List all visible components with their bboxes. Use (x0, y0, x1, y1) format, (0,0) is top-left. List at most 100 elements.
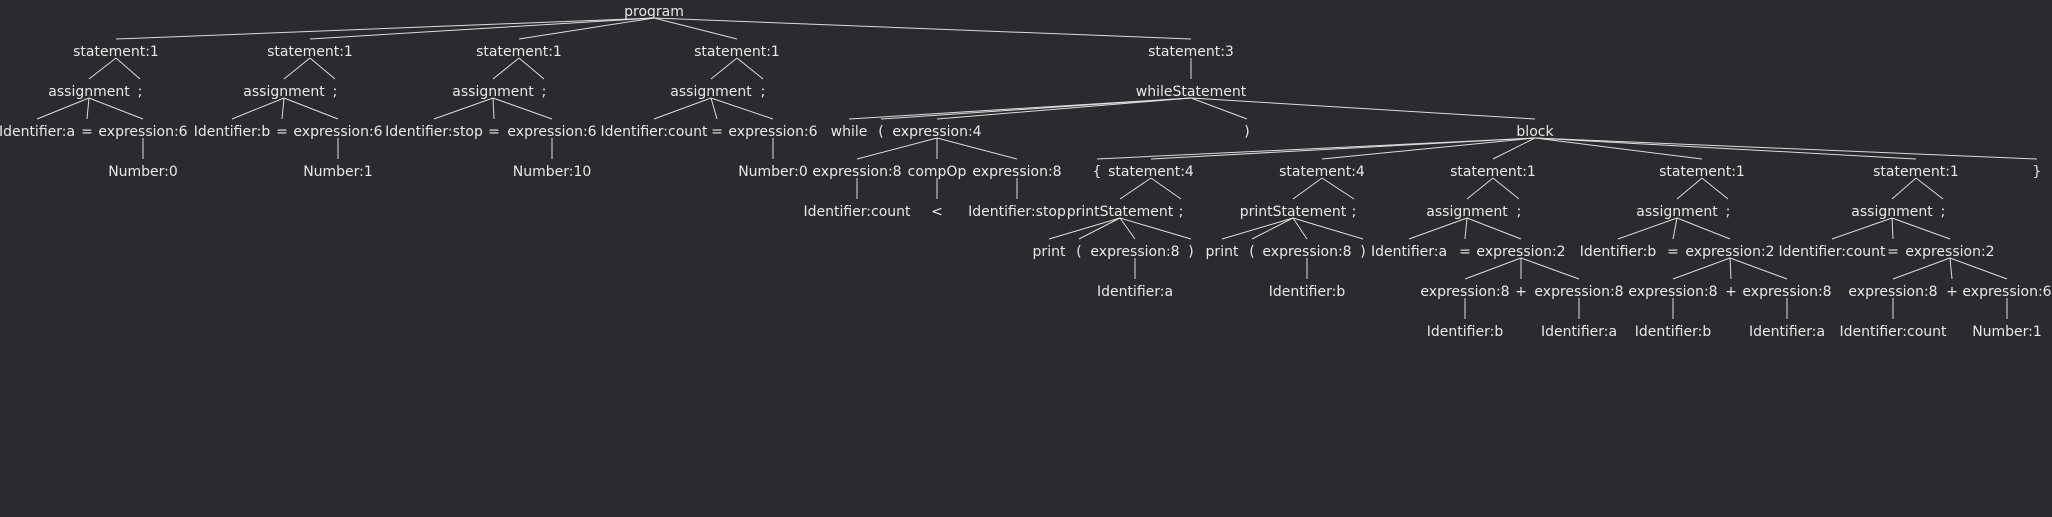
tree-node-identifier-b: Identifier:b (1427, 324, 1504, 340)
tree-node-identifier-count: Identifier:count (1778, 244, 1886, 260)
tree-node-symbol: ; (542, 84, 547, 100)
tree-edge (1150, 137, 1536, 160)
tree-node-assignment: assignment (48, 84, 130, 100)
tree-edge (1190, 97, 1248, 120)
tree-edge (1048, 217, 1121, 240)
tree-edge (1466, 217, 1522, 240)
tree-node-identifier-a: Identifier:a (1097, 284, 1173, 300)
tree-node-symbol: < (931, 204, 943, 220)
tree-edge (1949, 257, 1953, 280)
tree-edge (936, 97, 1192, 120)
tree-edge (115, 57, 141, 80)
tree-node-symbol: ) (1244, 124, 1249, 140)
tree-node-assignment: assignment (243, 84, 325, 100)
tree-edge (1190, 97, 1536, 120)
tree-node-symbol: + (1725, 284, 1737, 300)
tree-edge (1119, 217, 1192, 240)
tree-node-whilestatement: whileStatement (1136, 84, 1247, 100)
tree-edge (1119, 217, 1136, 240)
tree-node-expression-8: expression:8 (1420, 284, 1509, 300)
tree-node-labels: program statement:1 assignment; Identifier:… (0, 4, 2052, 340)
tree-node-symbol: ) (1188, 244, 1193, 260)
tree-edge (88, 57, 117, 80)
tree-edge (309, 57, 336, 80)
tree-edge (1891, 217, 1894, 240)
tree-node-printstatement: printStatement (1067, 204, 1174, 220)
tree-edge (1701, 177, 1729, 200)
tree-edge (1617, 217, 1678, 240)
tree-node-identifier-b: Identifier:b (194, 124, 271, 140)
tree-edge (1466, 177, 1494, 200)
tree-edge (492, 57, 520, 80)
tree-node-statement-1: statement:1 (476, 44, 562, 60)
tree-node-expression-6: expression:6 (507, 124, 596, 140)
tree-edge (1891, 217, 1951, 240)
tree-edge (283, 97, 339, 120)
tree-edge (736, 57, 764, 80)
tree-edge (433, 97, 494, 120)
tree-edge (492, 97, 553, 120)
tree-edge (1672, 217, 1678, 240)
tree-node-expression-8: expression:8 (1090, 244, 1179, 260)
tree-edge (1408, 217, 1468, 240)
tree-edge (1949, 257, 2008, 280)
tree-node-expression-4: expression:4 (892, 124, 981, 140)
tree-node-expression-2: expression:2 (1476, 244, 1565, 260)
tree-node-assignment: assignment (1636, 204, 1718, 220)
tree-node-symbol: = (1667, 244, 1679, 260)
tree-node-block: block (1516, 124, 1554, 140)
tree-edge (1892, 257, 1951, 280)
tree-node-print: print (1206, 244, 1239, 260)
tree-node-expression-6: expression:6 (98, 124, 187, 140)
tree-node-print: print (1033, 244, 1066, 260)
tree-node-printstatement: printStatement (1240, 204, 1347, 220)
tree-node-symbol: = (81, 124, 93, 140)
tree-edge (36, 97, 90, 120)
tree-edge (1672, 257, 1731, 280)
tree-edge (936, 137, 1018, 160)
tree-node-symbol: = (488, 124, 500, 140)
tree-edge (1292, 217, 1308, 240)
tree-node-identifier-a: Identifier:a (1749, 324, 1825, 340)
tree-edge (283, 57, 311, 80)
tree-edge (1891, 177, 1917, 200)
tree-node-identifier-a: Identifier:a (1541, 324, 1617, 340)
tree-node-symbol: ( (1249, 244, 1254, 260)
tree-node-symbol: ( (878, 124, 883, 140)
tree-node-expression-2: expression:2 (1905, 244, 1994, 260)
tree-node-statement-1: statement:1 (1450, 164, 1536, 180)
tree-edge (309, 17, 655, 40)
tree-edge (1729, 257, 1732, 280)
tree-edge (1676, 177, 1703, 200)
tree-edge (856, 137, 938, 160)
tree-edge (880, 97, 1192, 120)
tree-node-symbol: + (1946, 284, 1958, 300)
tree-node-expression-8: expression:8 (1534, 284, 1623, 300)
tree-edge (1492, 137, 1536, 160)
tree-edge (281, 97, 285, 120)
tree-node-symbol: + (1515, 284, 1527, 300)
tree-node-symbol: ) (1360, 244, 1365, 260)
tree-edge (653, 17, 1192, 40)
tree-node-number-0: Number:0 (738, 164, 808, 180)
tree-edge (1119, 177, 1152, 200)
tree-edge (1520, 257, 1580, 280)
tree-node-statement-1: statement:1 (1659, 164, 1745, 180)
tree-edge (1321, 137, 1536, 160)
tree-node-assignment: assignment (1851, 204, 1933, 220)
tree-edge (1729, 257, 1788, 280)
tree-node-program: program (624, 4, 684, 20)
tree-node-symbol: ; (333, 84, 338, 100)
tree-edge (653, 97, 712, 120)
tree-node-statement-4: statement:4 (1108, 164, 1194, 180)
tree-edge (1464, 217, 1468, 240)
tree-node-number-1: Number:1 (303, 164, 373, 180)
tree-edge (710, 97, 774, 120)
tree-node-identifier-a: Identifier:a (0, 124, 75, 140)
tree-edge (1492, 177, 1520, 200)
tree-node-statement-1: statement:1 (694, 44, 780, 60)
tree-node-identifier-stop: Identifier:stop (968, 204, 1066, 220)
tree-node-symbol: = (1887, 244, 1899, 260)
tree-node-statement-1: statement:1 (1873, 164, 1959, 180)
